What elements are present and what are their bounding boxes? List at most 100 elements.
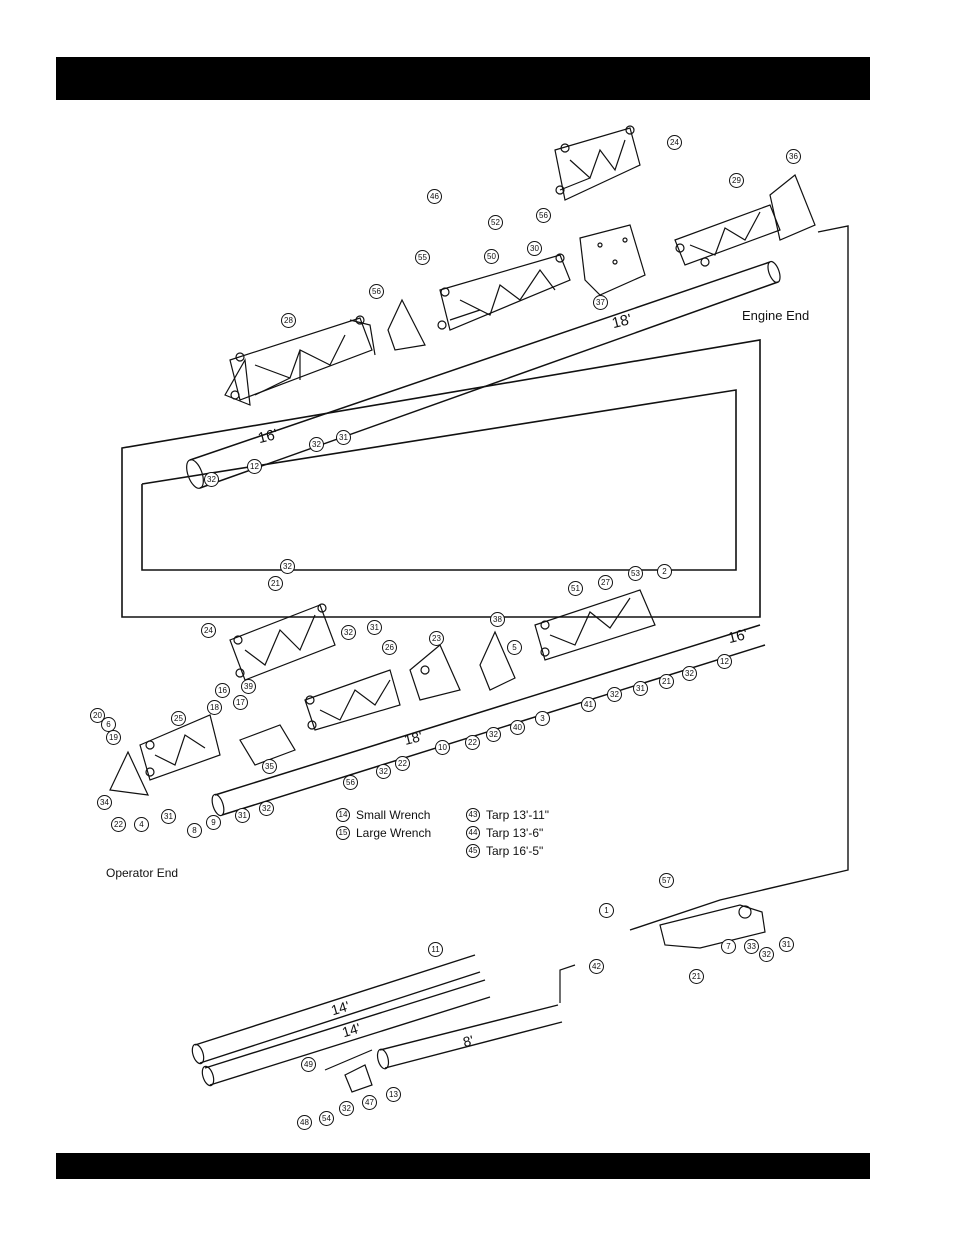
part-callout: 25 [171, 711, 186, 726]
part-callout: 31 [633, 681, 648, 696]
legend-item: 45 Tarp 16'-5" [466, 842, 549, 860]
part-callout: 32 [341, 625, 356, 640]
plate-35 [239, 724, 296, 766]
part-callout: 5 [507, 640, 522, 655]
lower-tube [211, 624, 766, 817]
part-callout: 32 [759, 947, 774, 962]
truss-27 [534, 589, 656, 661]
part-callout: 34 [97, 795, 112, 810]
leader-42 [559, 964, 576, 1003]
part-callout: 7 [721, 939, 736, 954]
part-callout: 54 [319, 1111, 334, 1126]
part-callout: 36 [786, 149, 801, 164]
part-callout: 21 [659, 674, 674, 689]
legend-number: 15 [336, 826, 350, 840]
truss-50 [437, 253, 571, 331]
part-callout: 51 [568, 581, 583, 596]
part-callout: 9 [206, 815, 221, 830]
part-callout: 18 [207, 700, 222, 715]
part-callout: 55 [415, 250, 430, 265]
part-callout: 33 [744, 939, 759, 954]
legend-number: 45 [466, 844, 480, 858]
coupler-7 [659, 904, 766, 949]
part-callout: 32 [280, 559, 295, 574]
part-callout: 32 [339, 1101, 354, 1116]
part-callout: 27 [598, 575, 613, 590]
part-callout: 16 [215, 683, 230, 698]
part-callout: 48 [297, 1115, 312, 1130]
route-line [121, 339, 761, 618]
part-callout: 13 [386, 1087, 401, 1102]
part-callout: 32 [376, 764, 391, 779]
part-callout: 10 [435, 740, 450, 755]
part-callout: 30 [527, 241, 542, 256]
part-callout: 29 [729, 173, 744, 188]
part-callout: 22 [465, 735, 480, 750]
truss-26 [304, 669, 401, 731]
truss-28 [224, 315, 376, 406]
legend-item: 43 Tarp 13'-11" [466, 806, 549, 824]
part-callout: 32 [486, 727, 501, 742]
legend-text: Small Wrench [356, 808, 431, 822]
part-callout: 31 [235, 808, 250, 823]
part-callout: 32 [607, 687, 622, 702]
part-callout: 32 [204, 472, 219, 487]
part-callout: 24 [667, 135, 682, 150]
part-callout: 23 [429, 631, 444, 646]
part-callout: 56 [343, 775, 358, 790]
part-callout: 17 [233, 695, 248, 710]
part-callout: 28 [281, 313, 296, 328]
part-callout: 32 [259, 801, 274, 816]
part-callout: 12 [247, 459, 262, 474]
part-callout: 37 [593, 295, 608, 310]
end-fitting-47 [344, 1064, 373, 1093]
legend-item: 44 Tarp 13'-6" [466, 824, 549, 842]
part-callout: 32 [682, 666, 697, 681]
part-callout: 11 [428, 942, 443, 957]
part-callout: 57 [659, 873, 674, 888]
bracket-56 [387, 298, 426, 351]
part-callout: 40 [510, 720, 525, 735]
part-callout: 1 [599, 903, 614, 918]
part-callout: 46 [427, 189, 442, 204]
part-callout: 8 [187, 823, 202, 838]
truss-24-top [554, 125, 641, 201]
part-callout: 52 [488, 215, 503, 230]
part-callout: 53 [628, 566, 643, 581]
part-callout: 4 [134, 817, 149, 832]
part-callout: 31 [779, 937, 794, 952]
part-callout: 6 [101, 717, 116, 732]
part-callout: 26 [382, 640, 397, 655]
part-callout: 35 [262, 759, 277, 774]
tube-14-a [191, 954, 481, 1065]
route-line-right [629, 225, 849, 931]
part-callout: 21 [689, 969, 704, 984]
part-callout: 3 [535, 711, 550, 726]
part-callout: 56 [369, 284, 384, 299]
part-callout: 12 [717, 654, 732, 669]
legend-text: Tarp 16'-5" [486, 844, 544, 858]
legend-text: Tarp 13'-11" [486, 808, 550, 822]
part-callout: 22 [395, 756, 410, 771]
tube-8 [376, 1004, 563, 1070]
part-callout: 31 [367, 620, 382, 635]
truss-23 [409, 644, 461, 701]
footer-bar [56, 1153, 870, 1179]
upper-tube [186, 260, 781, 489]
operator-end-label: Operator End [106, 866, 179, 880]
leader-49 [324, 1049, 373, 1071]
part-callout: 31 [161, 809, 176, 824]
part-callout: 32 [309, 437, 324, 452]
part-callout: 21 [268, 576, 283, 591]
legend-number: 43 [466, 808, 480, 822]
part-callout: 39 [241, 679, 256, 694]
legend-number: 44 [466, 826, 480, 840]
legend-text: Tarp 13'-6" [486, 826, 544, 840]
tube-14-b [201, 979, 491, 1087]
part-callout: 50 [484, 249, 499, 264]
truss-24-lower [229, 603, 336, 681]
